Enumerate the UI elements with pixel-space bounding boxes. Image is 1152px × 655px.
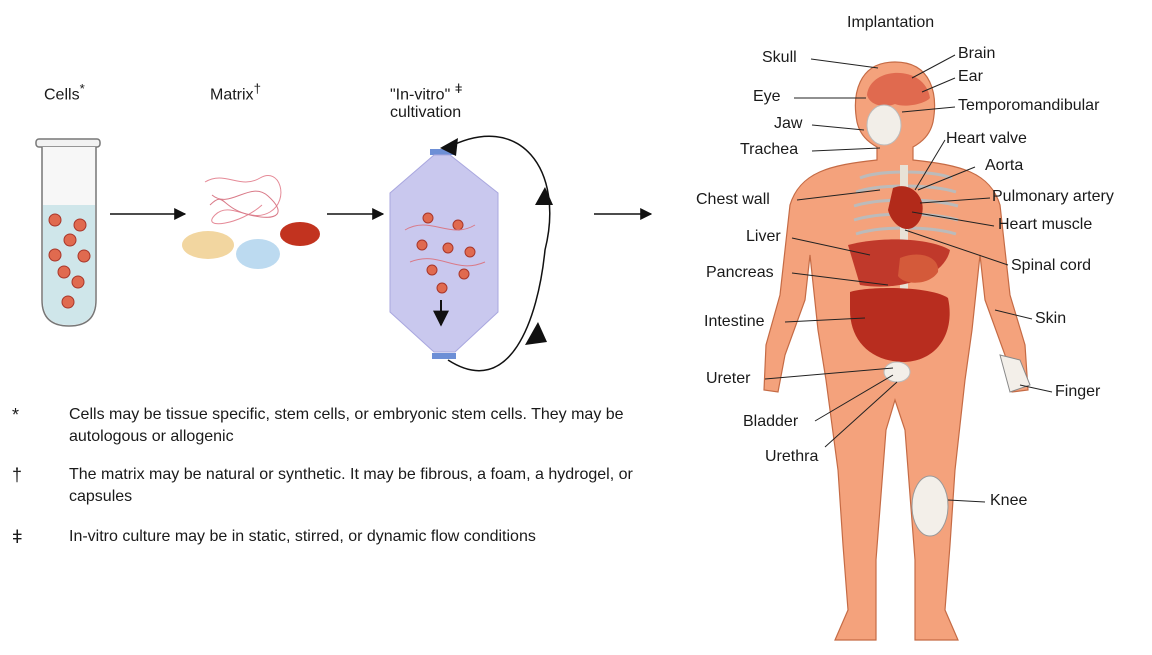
label-finger: Finger [1055,383,1100,401]
label-chest-wall: Chest wall [696,191,770,209]
cell-icon [72,276,84,288]
matrix-mark: † [254,81,261,96]
human-body [764,62,1030,640]
note-symbol: ǂ [12,527,23,548]
cell-icon [74,219,86,231]
cell-icon [58,266,70,278]
cells-mark: * [80,81,85,96]
label-temporomandibular: Temporomandibular [958,97,1099,115]
label-ear: Ear [958,68,983,86]
label-knee: Knee [990,492,1027,510]
matrix-label: Matrix† [210,80,261,104]
note-cells: Cells may be tissue specific, stem cells… [69,404,669,448]
label-spinal-cord: Spinal cord [1011,257,1091,275]
label-heart-muscle: Heart muscle [998,216,1092,234]
label-ureter: Ureter [706,370,750,388]
note-symbol: † [12,465,22,486]
label-trachea: Trachea [740,141,798,159]
label-urethra: Urethra [765,448,818,466]
note-symbol: * [12,405,19,426]
cell-icon [49,214,61,226]
culture-label-line2: cultivation [390,104,461,121]
label-eye: Eye [753,88,781,106]
label-skin: Skin [1035,310,1066,328]
label-jaw: Jaw [774,115,802,133]
test-tube [36,139,100,326]
matrix-materials [182,175,320,269]
bioreactor [390,136,553,370]
label-brain: Brain [958,45,995,63]
culture-mark: ǂ [455,81,463,96]
label-intestine: Intestine [704,313,764,331]
label-liver: Liver [746,228,781,246]
cell-icon [64,234,76,246]
label-pancreas: Pancreas [706,264,774,282]
culture-label: "In-vitro" ǂ cultivation [390,80,463,122]
cells-label: Cells* [44,80,85,104]
label-bladder: Bladder [743,413,798,431]
implantation-label: Implantation [847,14,934,32]
cell-icon [62,296,74,308]
note-culture: In-vitro culture may be in static, stirr… [69,526,669,548]
label-skull: Skull [762,49,797,67]
note-matrix: The matrix may be natural or synthetic. … [69,464,669,508]
label-pulmonary-artery: Pulmonary artery [992,188,1114,206]
label-heart-valve: Heart valve [946,130,1027,148]
cell-icon [78,250,90,262]
label-aorta: Aorta [985,157,1023,175]
cell-icon [49,249,61,261]
